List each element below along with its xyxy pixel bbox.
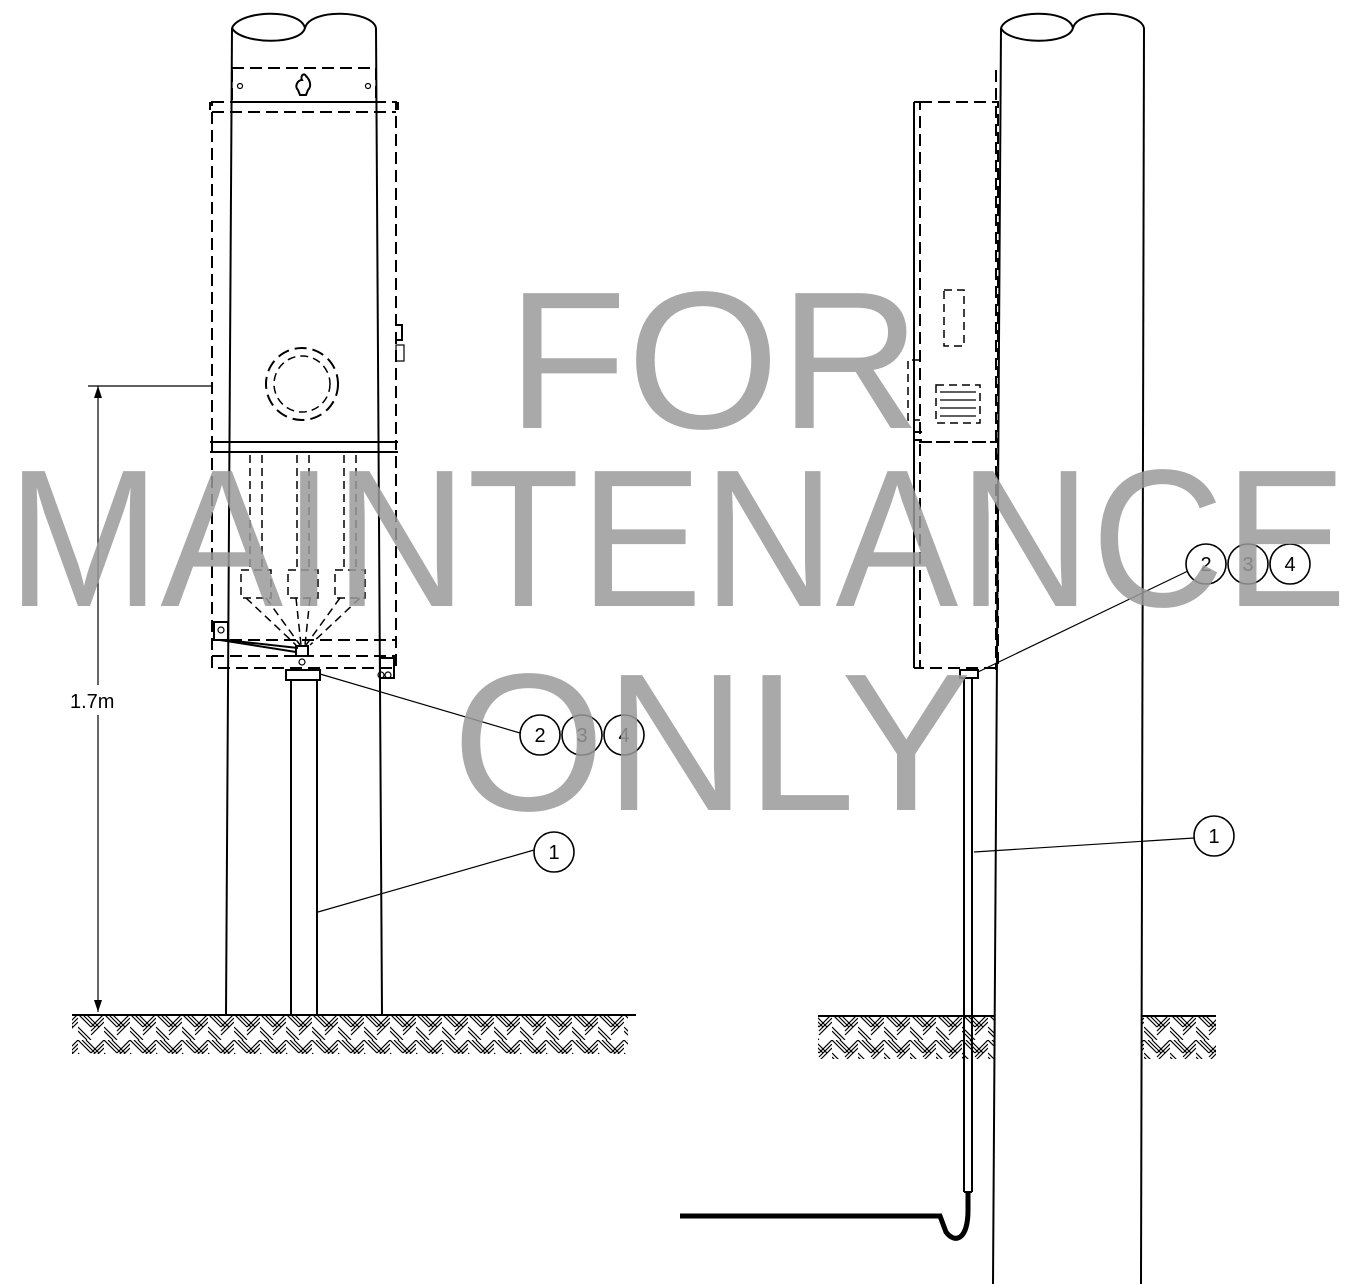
front-callout-1: 1 bbox=[548, 842, 559, 864]
watermark-line-3: ONLY bbox=[452, 633, 971, 852]
side-pole bbox=[992, 12, 1145, 1284]
front-conduit bbox=[285, 669, 321, 1015]
front-fuse-ways bbox=[240, 455, 366, 646]
front-mounting-bracket bbox=[231, 67, 377, 103]
side-callout-1: 1 bbox=[1208, 826, 1219, 848]
side-callout-3: 3 bbox=[1242, 554, 1253, 576]
front-pole bbox=[225, 12, 383, 1016]
side-callout-4: 4 bbox=[1284, 554, 1295, 576]
side-callout-2: 2 bbox=[1200, 554, 1211, 576]
front-callout-4: 4 bbox=[618, 725, 629, 747]
side-callout-conduit: 1 bbox=[973, 815, 1235, 857]
front-callout-2: 2 bbox=[534, 725, 545, 747]
height-dimension-label: 1.7m bbox=[70, 691, 114, 713]
watermark-line-2: MAINTENANCE bbox=[7, 429, 1347, 648]
watermark-line-1: FOR bbox=[507, 251, 921, 470]
height-dimension: 1.7m bbox=[70, 385, 212, 1012]
front-callout-3: 3 bbox=[576, 725, 587, 747]
front-callout-conduit: 1 bbox=[317, 831, 575, 913]
front-ground bbox=[72, 1014, 636, 1054]
front-enclosure-lower bbox=[210, 441, 398, 679]
front-view: 1.7m 2 3 4 1 bbox=[70, 12, 645, 1054]
side-terminal-block bbox=[935, 384, 981, 424]
side-view: 2 3 4 1 bbox=[680, 12, 1311, 1284]
side-callout-fittings: 2 3 4 bbox=[977, 543, 1311, 673]
front-enclosure-upper bbox=[209, 101, 405, 443]
side-conduit bbox=[680, 669, 979, 1241]
side-ground bbox=[818, 1015, 1216, 1059]
front-callout-fittings: 2 3 4 bbox=[319, 673, 645, 756]
side-enclosure bbox=[907, 101, 999, 669]
watermark: FOR MAINTENANCE ONLY bbox=[7, 251, 1347, 852]
